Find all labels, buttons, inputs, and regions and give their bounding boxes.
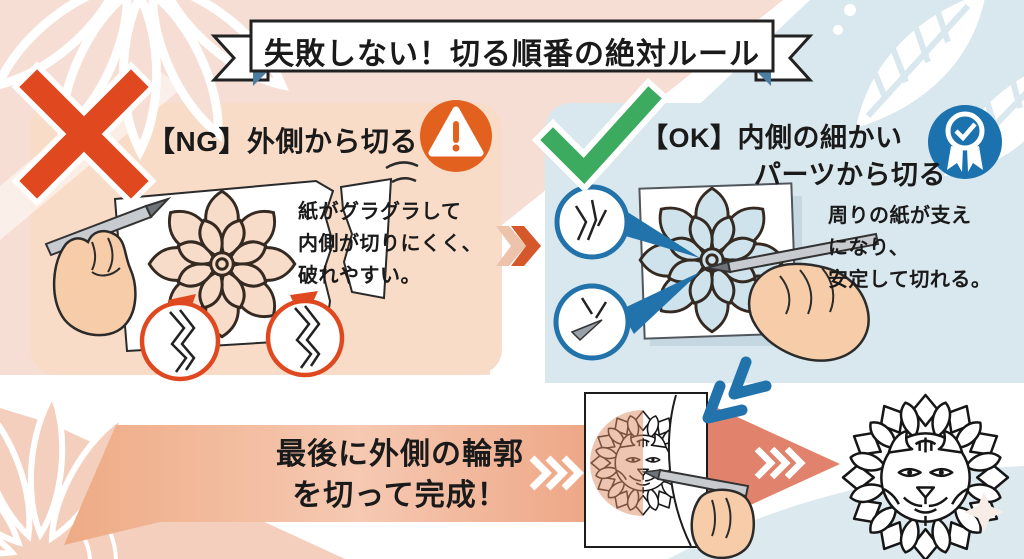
ng-description-line3: 破れやすい。 — [298, 265, 421, 287]
ok-description: 周りの紙が支え になり、 安定して切れる。 — [828, 200, 991, 296]
page-title: 失敗しない！切る順番の絶対ルール — [264, 38, 760, 71]
big-right-arrow — [700, 400, 840, 528]
ok-description-line3: 安定して切れる。 — [828, 269, 992, 291]
background-swoosh-bottom-right — [668, 466, 1024, 559]
chevron-right-icon-between-panels — [496, 226, 541, 266]
finish-caption-line2: を切って完成！ — [292, 479, 508, 512]
finish-card-illustration — [584, 392, 755, 559]
cutting-hand-small — [641, 468, 755, 559]
ok-heading-line2: パーツから切る — [754, 160, 946, 190]
finished-lion-mandala — [831, 383, 1021, 559]
ok-description-line2: になり、 — [828, 237, 910, 259]
ng-description: 紙がグラグラして 内側が切りにくく、 破れやすい。 — [298, 196, 482, 292]
ok-description-line1: 周りの紙が支え — [828, 205, 972, 227]
ng-description-line2: 内側が切りにくく、 — [298, 233, 483, 255]
finish-caption-line1: 最後に外側の輪郭 — [276, 438, 524, 471]
chevron-right-icons-arrow — [754, 446, 806, 480]
ng-heading: 【NG】外側から切る — [147, 126, 419, 157]
ok-heading-line1: 【OK】内側の細かい — [641, 123, 903, 153]
sparkle-icon — [964, 492, 1004, 532]
ng-description-line1: 紙がグラグラして — [298, 201, 462, 223]
finish-caption: 最後に外側の輪郭 を切って完成！ — [235, 434, 565, 516]
